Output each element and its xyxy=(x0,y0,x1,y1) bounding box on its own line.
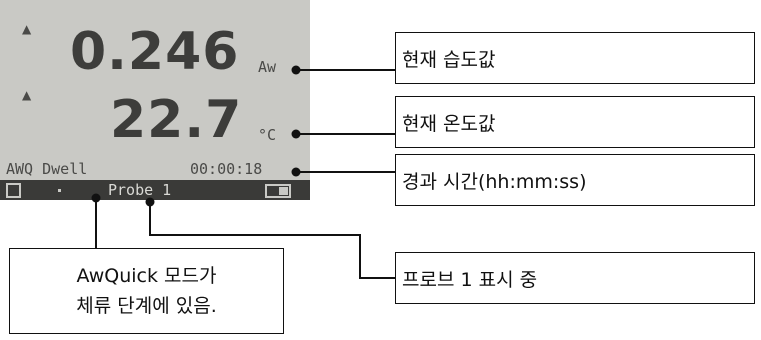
callout-probe-display: 프로브 1 표시 중 xyxy=(395,252,755,304)
mode-note-line2: 체류 단계에 있음. xyxy=(76,295,217,317)
mode-note-line1: AwQuick 모드가 xyxy=(76,265,217,287)
scroll-up-indicator-icon: ▲ xyxy=(22,88,32,102)
device-lcd-screen: ▲ ▲ 0.246 Aw 22.7 °C AWQ Dwell 00:00:18 … xyxy=(0,0,310,200)
callout-label: 현재 습도값 xyxy=(402,48,496,71)
temperature-unit: °C xyxy=(258,126,277,144)
callout-elapsed-time: 경과 시간(hh:mm:ss) xyxy=(395,154,755,206)
elapsed-time-readout: 00:00:18 xyxy=(190,160,263,178)
callout-current-temperature: 현재 온도값 xyxy=(395,96,755,148)
water-activity-value: 0.246 xyxy=(70,22,240,82)
dot-icon xyxy=(58,189,61,192)
save-icon xyxy=(6,183,21,198)
lcd-status-bar: Probe 1 xyxy=(0,180,310,200)
probe-label: Probe 1 xyxy=(108,181,172,199)
callout-mode-note: AwQuick 모드가 체류 단계에 있음. xyxy=(9,248,284,334)
callout-label: 프로브 1 표시 중 xyxy=(402,268,538,291)
battery-icon xyxy=(265,184,291,198)
water-activity-unit: Aw xyxy=(258,58,277,76)
scroll-up-indicator-icon: ▲ xyxy=(22,22,32,36)
mode-status-label: AWQ Dwell xyxy=(6,160,88,178)
temperature-value: 22.7 xyxy=(110,90,243,150)
callout-label: 현재 온도값 xyxy=(402,112,496,135)
callout-label: 경과 시간(hh:mm:ss) xyxy=(402,170,587,193)
callout-current-humidity: 현재 습도값 xyxy=(395,32,755,84)
